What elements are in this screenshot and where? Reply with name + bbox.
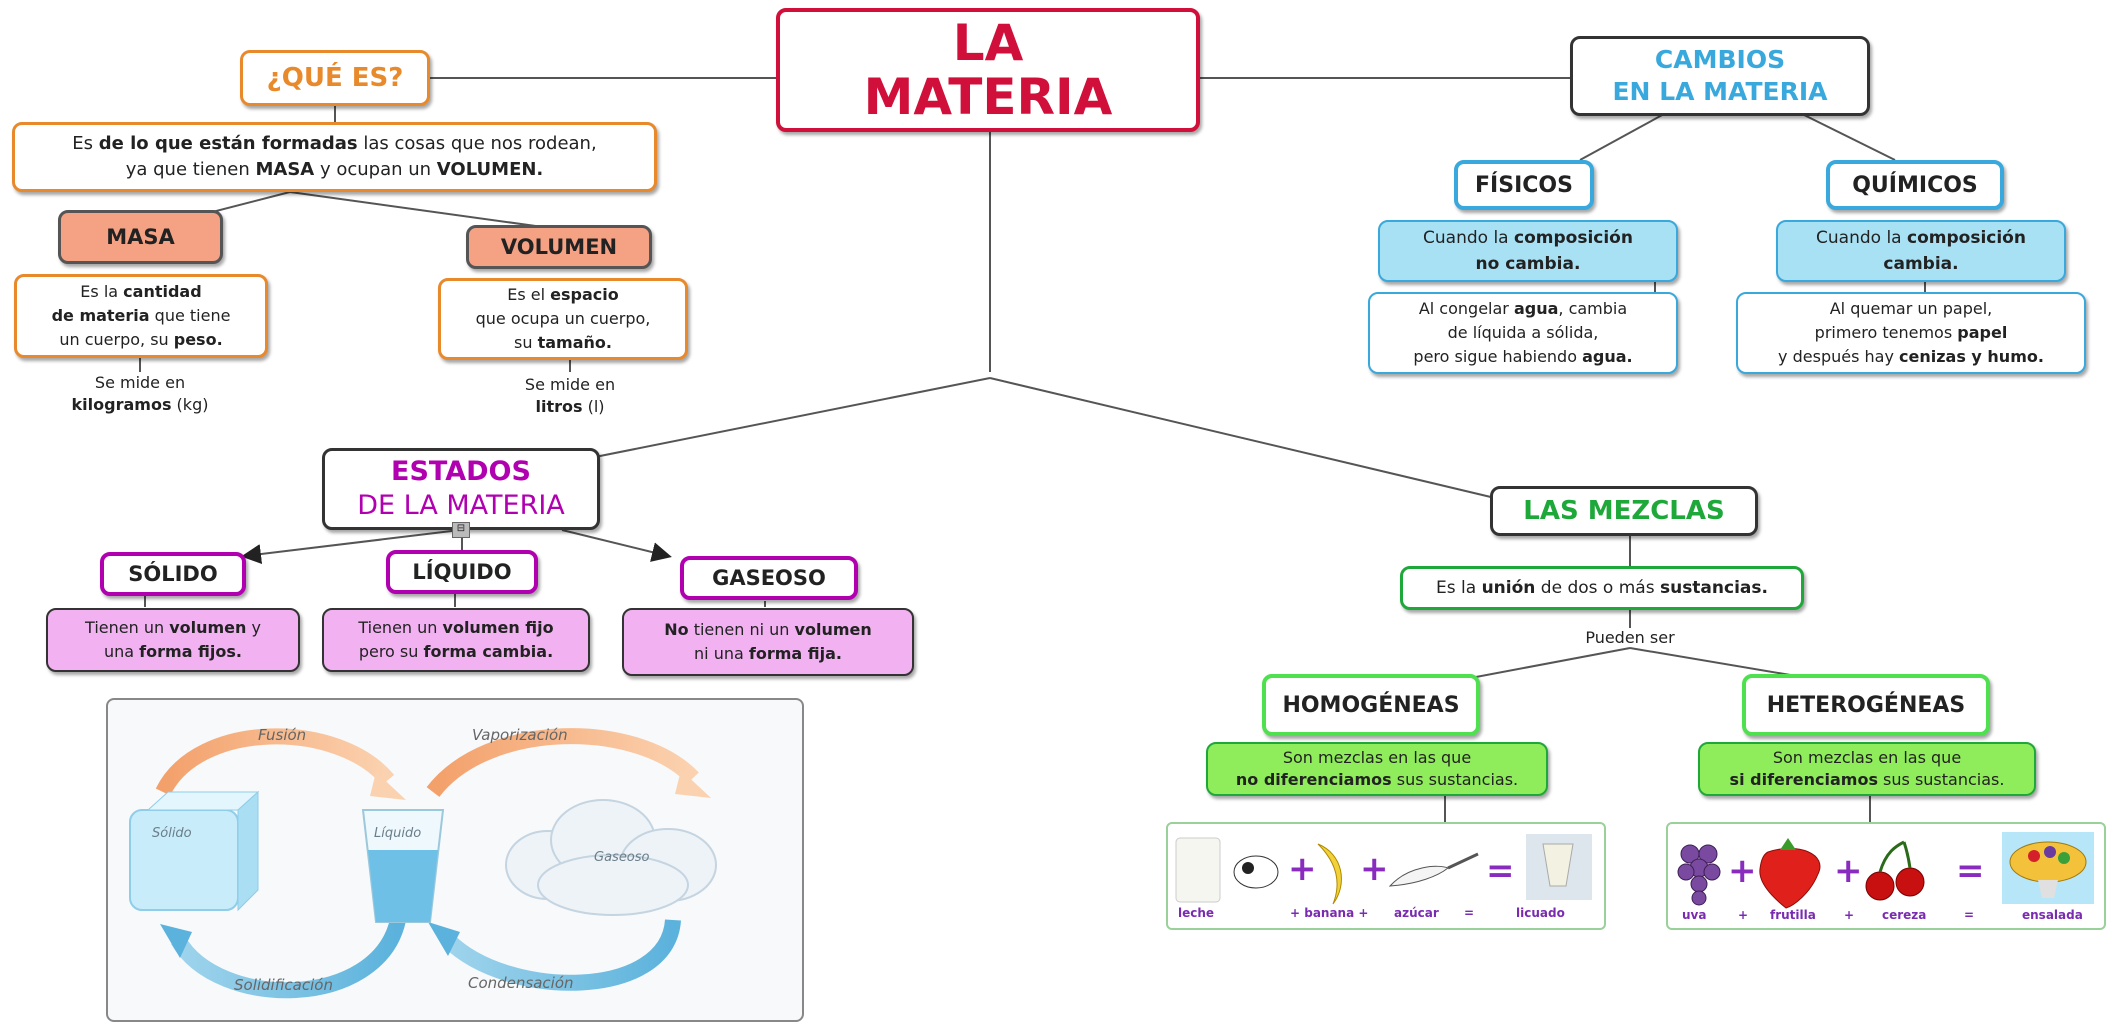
solidificacion-arrow-head <box>160 924 192 958</box>
gaseoso-definition: No tienen ni un volumen ni una forma fij… <box>622 608 914 676</box>
cherry-icon <box>1865 840 1925 901</box>
mezclas-definition: Es la unión de dos o más sustancias. <box>1400 566 1804 610</box>
ice-cube <box>129 809 239 911</box>
fisicos-example: Al congelar agua, cambia de líquida a só… <box>1368 292 1678 374</box>
title-line2: MATERIA <box>863 68 1113 126</box>
homogeneas-example-art: + + = <box>1175 834 1592 905</box>
svg-text:=: = <box>1956 851 1985 891</box>
liquido-header: LÍQUIDO <box>386 550 538 594</box>
heterogeneas-header: HETEROGÉNEAS <box>1742 674 1990 736</box>
fusion-arrow-head <box>370 772 406 800</box>
estados-header: ESTADOS DE LA MATERIA <box>322 448 600 530</box>
solidificacion-label: Solidificación <box>234 976 333 994</box>
title-line1: LA <box>952 14 1024 72</box>
quimicos-example: Al quemar un papel, primero tenemos pape… <box>1736 292 2086 374</box>
quimicos-header: QUÍMICOS <box>1826 160 2004 210</box>
que-es-label: ¿QUÉ ES? <box>266 63 404 93</box>
svg-text:+: + <box>1728 851 1757 891</box>
vaporizacion-arrow-head <box>675 770 711 798</box>
quimicos-definition: Cuando la composición cambia. <box>1776 220 2066 282</box>
liquido-img-label: Líquido <box>374 826 422 841</box>
title-box: LA MATERIA <box>776 8 1200 132</box>
grapes-icon <box>1677 844 1721 906</box>
heterogeneas-example: + + = uva + frutilla + cereza = ensalada <box>1666 822 2106 930</box>
expand-icon[interactable]: ⊟ <box>452 522 470 538</box>
masa-label: MASA <box>106 225 175 249</box>
cow-icon <box>1233 855 1279 889</box>
liquido-definition: Tienen un volumen fijo pero su forma cam… <box>322 608 590 672</box>
vaporizacion-label: Vaporización <box>472 726 568 744</box>
states-illustration: Fusión Vaporización Sólido Líquido Gaseo… <box>106 698 804 1022</box>
fusion-arrow <box>155 728 395 796</box>
volumen-header: VOLUMEN <box>466 225 652 269</box>
heterogeneas-definition: Son mezclas en las que si diferenciamos … <box>1698 742 2036 796</box>
banana-icon <box>1317 843 1342 905</box>
volumen-definition: Es el espacio que ocupa un cuerpo, su ta… <box>438 278 688 360</box>
svg-text:=: = <box>1486 851 1515 891</box>
sugar-spoon-icon <box>1388 865 1449 887</box>
solidificacion-arrow <box>171 917 406 999</box>
svg-text:+: + <box>1360 849 1389 889</box>
fisicos-header: FÍSICOS <box>1454 160 1594 210</box>
fusion-label: Fusión <box>258 726 307 744</box>
masa-unit-note: Se mide en kilogramos (kg) <box>71 373 209 414</box>
que-es-definition: Es de lo que están formadas las cosas qu… <box>12 122 657 192</box>
homogeneas-definition: Son mezclas en las que no diferenciamos … <box>1206 742 1548 796</box>
homogeneas-header: HOMOGÉNEAS <box>1262 674 1480 736</box>
vaporizacion-arrow <box>426 728 699 798</box>
homogeneas-example: + + = leche + banana + azúcar = licuado <box>1166 822 1606 930</box>
condensacion-arrow <box>442 918 681 991</box>
volumen-label: VOLUMEN <box>500 235 618 259</box>
fisicos-definition: Cuando la composición no cambia. <box>1378 220 1678 282</box>
steam-cloud <box>505 799 717 916</box>
condensacion-label: Condensación <box>468 974 574 992</box>
volumen-unit-note: Se mide en litros (l) <box>524 375 616 416</box>
masa-header: MASA <box>58 210 223 264</box>
pueden-ser-label: Pueden ser <box>1566 628 1694 647</box>
svg-text:+: + <box>1288 849 1317 889</box>
que-es-header: ¿QUÉ ES? <box>240 50 430 106</box>
cambios-header: CAMBIOS EN LA MATERIA <box>1570 36 1870 116</box>
solido-img-label: Sólido <box>152 826 192 841</box>
svg-text:+: + <box>1834 851 1863 891</box>
mezclas-header: LAS MEZCLAS <box>1490 486 1758 536</box>
strawberry-icon <box>1759 848 1821 909</box>
gaseoso-img-label: Gaseoso <box>594 850 650 865</box>
condensacion-arrow-head <box>428 922 460 956</box>
states-illustration-art <box>129 728 717 999</box>
milk-glass-icon <box>1175 837 1221 903</box>
masa-definition: Es la cantidad de materia que tiene un c… <box>14 274 268 358</box>
heterogeneas-example-art: + + = <box>1677 832 2094 909</box>
solido-header: SÓLIDO <box>100 552 246 596</box>
solido-definition: Tienen un volumen y una forma fijos. <box>46 608 300 672</box>
gaseoso-header: GASEOSO <box>680 556 858 600</box>
